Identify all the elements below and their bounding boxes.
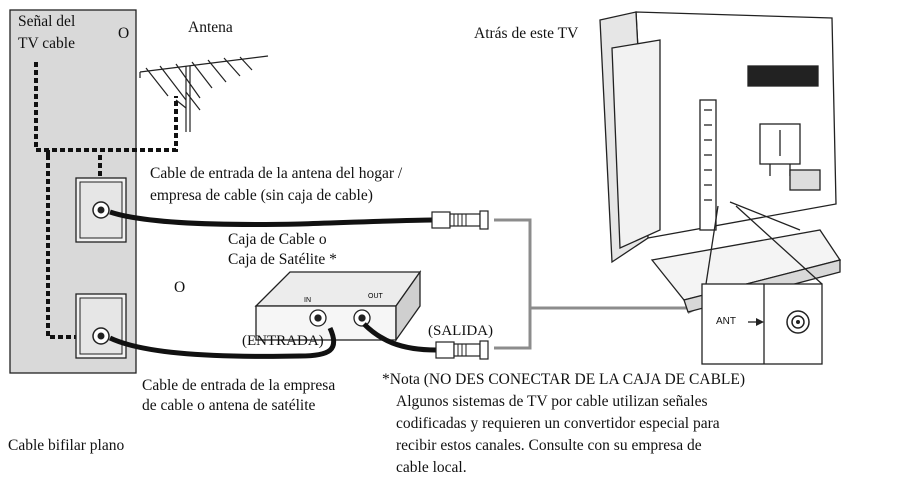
gray-connection-lines (494, 218, 690, 350)
ant-jack-icon (786, 310, 810, 334)
antenna-coax-cable (109, 209, 489, 230)
cable-box-label-text: Caja de Satélite (228, 251, 326, 268)
antenna-cable-label-line2: empresa de cable (sin caja de cable) (150, 187, 373, 204)
wall-outlet-upper-icon (75, 177, 127, 243)
cable-box-asterisk: * (329, 251, 337, 268)
cable-box-label-line2: Caja de Satélite * (228, 250, 337, 269)
satellite-cable-label-line1: Cable de entrada de la empresa (142, 377, 336, 394)
input-coax-cable (108, 326, 337, 359)
note-line2: codificadas y requieren un convertidor e… (396, 415, 720, 432)
antenna-icon (139, 55, 269, 132)
note-title: *Nota (NO DES CONECTAR DE LA CAJA DE CAB… (382, 371, 746, 388)
wall-outlet-lower-icon (75, 293, 127, 359)
wall-label-line2: TV cable (18, 35, 75, 52)
antenna-cable-label-line1: Cable de entrada de la antena del hogar … (150, 165, 403, 182)
ant-terminal-label: ANT (716, 316, 736, 327)
ant-zoom-callout (705, 201, 823, 285)
or-label-top: O (118, 25, 130, 42)
box-out-label: OUT (368, 293, 384, 300)
wall-label-line1: Señal del (18, 13, 76, 30)
salida-label: (SALIDA) (428, 323, 493, 339)
flat-twin-lead-cable (34, 62, 178, 339)
output-coax-cable (362, 322, 489, 360)
note-line3: recibir estos canales. Consulte con su e… (396, 437, 702, 454)
note-line4: cable local. (396, 459, 467, 476)
note-line1: Algunos sistemas de TV por cable utiliza… (396, 393, 708, 410)
entrada-label: (ENTRADA) (242, 333, 324, 349)
flat-cable-label: Cable bifilar plano (8, 437, 125, 454)
satellite-cable-label-line2: de cable o antena de satélite (142, 397, 316, 414)
ant-arrow-icon (756, 318, 764, 326)
cable-box-icon (254, 269, 422, 343)
box-in-label: IN (304, 297, 311, 304)
cable-box-label-line1: Caja de Cable o (228, 231, 327, 248)
tv-rear-icon (599, 11, 842, 313)
tv-label: Atrás de este TV (474, 25, 579, 42)
antenna-label: Antena (188, 19, 233, 36)
or-label-mid: O (174, 279, 186, 296)
